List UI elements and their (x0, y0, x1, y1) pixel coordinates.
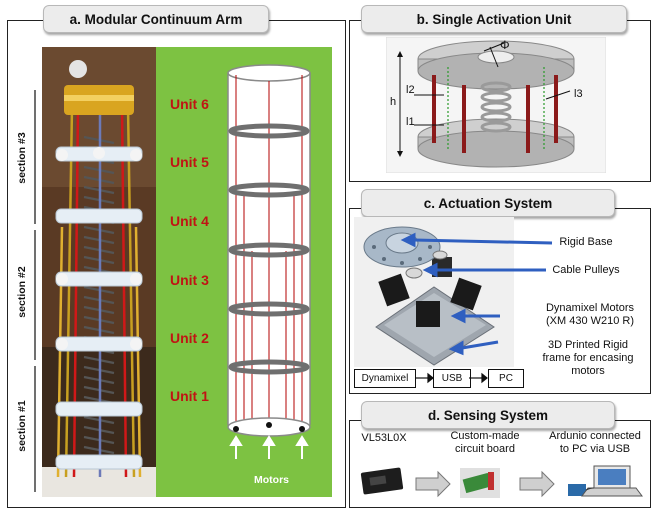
motors-label: Motors (254, 474, 289, 486)
panel-c-title: c. Actuation System (361, 189, 615, 217)
section-1-label: section #1 (16, 400, 28, 452)
panel-d-title: d. Sensing System (361, 401, 615, 429)
arduino-label: Ardunio connected to PC via USB (549, 430, 641, 455)
unit-3-label: Unit 3 (170, 272, 209, 288)
panel-b-title: b. Single Activation Unit (361, 5, 627, 33)
unit-2-label: Unit 2 (170, 330, 209, 346)
label-l3: l3 (574, 88, 583, 100)
arm-photo (42, 47, 156, 497)
callout-rigid-frame: 3D Printed Rigid frame for encasing moto… (542, 339, 634, 377)
unit-4-label: Unit 4 (170, 213, 209, 229)
label-h: h (390, 96, 397, 108)
flow-pc: PC (488, 369, 524, 388)
unit-1-label: Unit 1 (170, 388, 209, 404)
label-l2: l2 (406, 84, 415, 96)
callout-dynamixel-motors: Dynamixel Motors (XM 430 W210 R) (545, 302, 635, 327)
unit-6-label: Unit 6 (170, 96, 209, 112)
callout-cable-pulleys: Cable Pulleys (552, 264, 620, 276)
panel-a-title: a. Modular Continuum Arm (43, 5, 269, 33)
label-l1: l1 (406, 116, 415, 128)
unit-5-label: Unit 5 (170, 154, 209, 170)
section-2-label: section #2 (16, 266, 28, 318)
circuit-board-label: Custom-made circuit board (450, 430, 520, 455)
flow-dynamixel: Dynamixel (354, 369, 416, 388)
callout-arrows (400, 232, 553, 356)
callout-rigid-base: Rigid Base (559, 236, 613, 248)
sensor-label: VL53L0X (361, 432, 407, 444)
label-phi: Φ (500, 38, 510, 52)
section-3-label: section #3 (16, 132, 28, 184)
sensing-images (360, 465, 643, 498)
flow-usb: USB (433, 369, 471, 388)
flow-arrows (415, 372, 488, 384)
section-brackets (34, 90, 36, 492)
activation-unit-drawing (386, 37, 606, 173)
cylinder-diagram (227, 64, 311, 459)
